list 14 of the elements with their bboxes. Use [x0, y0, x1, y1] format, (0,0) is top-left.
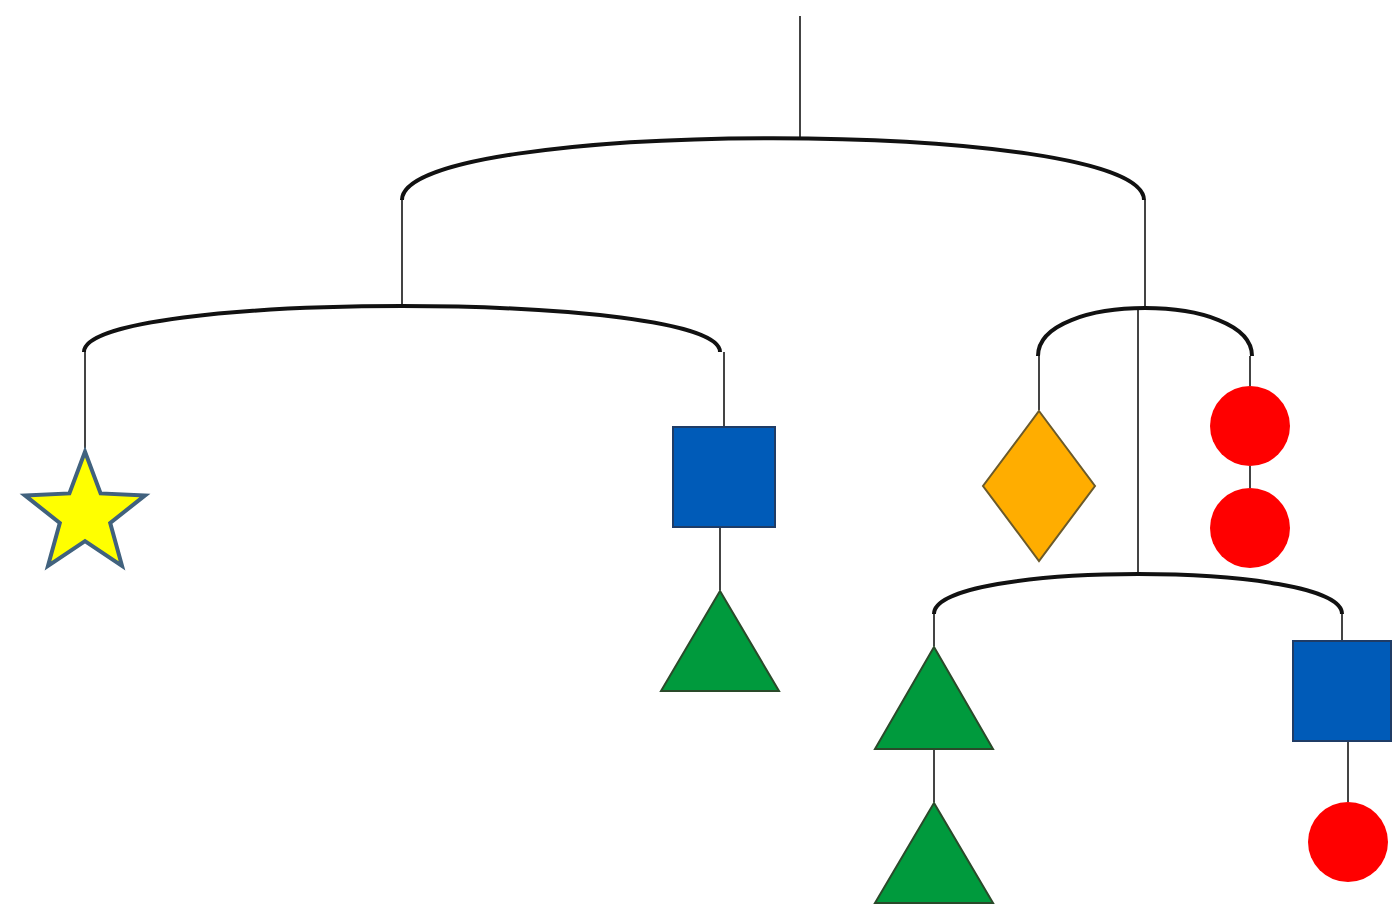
hanging-string: [1249, 355, 1251, 387]
hanging-string: [799, 15, 801, 141]
hanging-string: [719, 527, 721, 591]
hanging-string: [1137, 307, 1139, 575]
hanging-string: [1249, 465, 1251, 489]
hanging-string: [1341, 613, 1343, 641]
hanging-string: [933, 749, 935, 803]
hanging-string: [723, 351, 725, 427]
hanging-string: [1038, 355, 1040, 411]
hanging-string: [1347, 741, 1349, 803]
hanging-string: [84, 351, 86, 449]
hanging-string: [933, 613, 935, 647]
hanging-string: [1144, 199, 1146, 309]
hanging-string: [401, 199, 403, 307]
